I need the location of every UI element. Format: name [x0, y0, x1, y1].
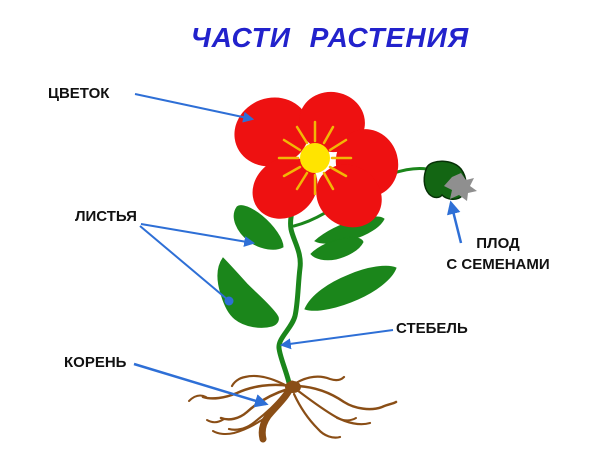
- leaf-mid-right: [310, 236, 364, 261]
- callout-flower: [134, 93, 255, 123]
- callout-leaves-lower: [139, 225, 229, 301]
- fruit-group: [423, 160, 477, 201]
- callout-fruit: [446, 200, 463, 244]
- petal-bottom-right: [316, 164, 382, 228]
- page-title: ЧАСТИ РАСТЕНИЯ: [190, 22, 470, 53]
- label-flower: ЦВЕТОК: [48, 85, 110, 102]
- label-fruit-line1: ПЛОД: [476, 235, 520, 252]
- label-fruit-line2: С СЕМЕНАМИ: [446, 256, 550, 273]
- flower-rays: [277, 120, 353, 196]
- leaf-lower-right: [304, 265, 397, 311]
- leaf-lower-left: [217, 257, 279, 328]
- label-fruit: ПЛОД С СЕМЕНАМИ: [440, 233, 556, 275]
- callout-root: [133, 362, 269, 408]
- leaves-group: [217, 205, 397, 328]
- callout-leaves-dot: [224, 296, 234, 306]
- label-leaves: ЛИСТЬЯ: [75, 208, 137, 225]
- roots-group: [188, 374, 398, 443]
- callout-leaves-upper: [140, 223, 256, 247]
- petal-bottom-left: [252, 157, 318, 219]
- flower-center: [300, 143, 330, 173]
- fruit-seeds: [444, 173, 477, 201]
- label-stem: СТЕБЕЛЬ: [396, 320, 468, 337]
- label-root: КОРЕНЬ: [64, 354, 127, 371]
- callouts-group: [133, 93, 463, 408]
- callout-stem: [279, 329, 394, 350]
